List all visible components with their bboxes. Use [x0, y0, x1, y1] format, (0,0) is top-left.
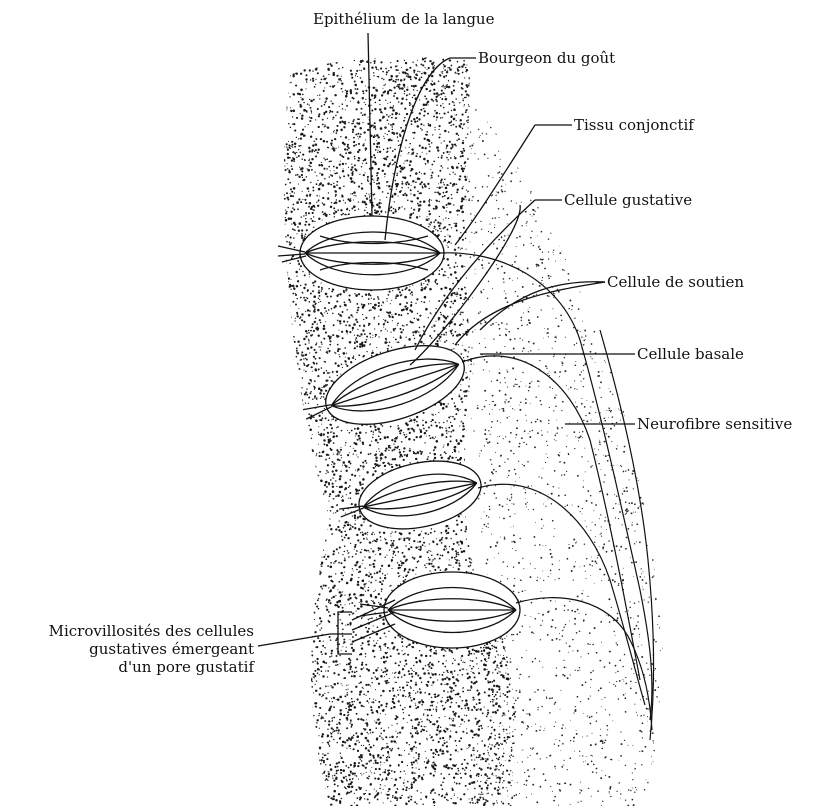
label-support-cell: Cellule de soutien	[607, 273, 744, 291]
taste-bud-4	[360, 572, 520, 648]
label-taste-bud: Bourgeon du goût	[478, 49, 615, 67]
label-gustatory-cell: Cellule gustative	[564, 191, 692, 209]
taste-bud-3	[333, 451, 487, 544]
label-epithelium: Epithélium de la langue	[313, 10, 494, 28]
label-basal-cell: Cellule basale	[637, 345, 744, 363]
label-microvilli-line2: gustatives émergeant	[4, 640, 254, 658]
label-sensory-neurofiber: Neurofibre sensitive	[637, 415, 792, 433]
label-microvilli: Microvillosités des cellules gustatives …	[4, 622, 254, 676]
taste-bud-1	[278, 216, 444, 290]
label-microvilli-line3: d'un pore gustatif	[4, 658, 254, 676]
taste-bud-2	[294, 330, 474, 446]
label-connective-tissue: Tissu conjonctif	[574, 116, 694, 134]
label-microvilli-line1: Microvillosités des cellules	[4, 622, 254, 640]
leader-ticks	[450, 58, 605, 282]
